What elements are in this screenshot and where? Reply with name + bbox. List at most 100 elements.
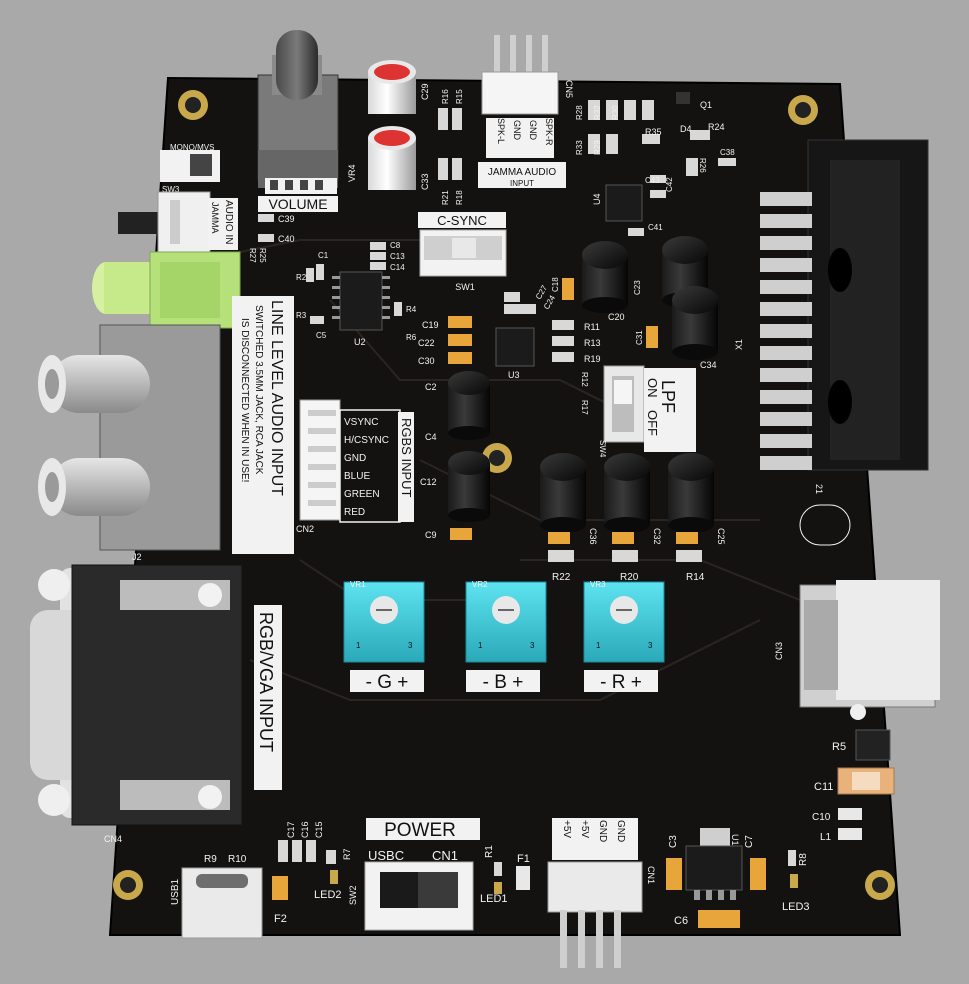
pwr-5v-b: +5V — [579, 820, 590, 838]
jamma-audio-in-connector — [118, 191, 211, 253]
rgbs-red: RED — [344, 507, 365, 518]
c22-label: C22 — [418, 338, 435, 348]
c20-label: C20 — [608, 312, 625, 322]
r6-label: R6 — [406, 333, 417, 342]
led3-label: LED3 — [782, 901, 810, 913]
cn1-switch-label: CN1 — [432, 848, 458, 863]
r35-label: R35 — [645, 127, 662, 137]
r26-label: R26 — [698, 158, 707, 173]
led1-label: LED1 — [480, 893, 508, 905]
c43-label: C43 — [645, 176, 660, 185]
pin-21-label: 21 — [814, 484, 824, 494]
c6-label: C6 — [674, 915, 688, 927]
cn1-conn-label: CN1 — [646, 866, 656, 884]
cn2-label: CN2 — [296, 524, 314, 534]
vr4-label: VR4 — [347, 164, 357, 182]
x1-label: X1 — [734, 339, 744, 350]
pot-b-label: - B + — [483, 672, 524, 693]
c41-label: C41 — [648, 223, 663, 232]
r24-label: R24 — [708, 122, 725, 132]
x1-header — [807, 139, 929, 471]
c39-label: C39 — [278, 214, 295, 224]
c33-label: C33 — [420, 173, 430, 190]
c14-label: C14 — [390, 263, 405, 272]
spk-l-label: SPK-L — [496, 118, 506, 144]
r28-label: R28 — [575, 105, 584, 120]
pot-g-label: - G + — [366, 672, 409, 693]
trimpot-vr1 — [343, 581, 425, 663]
c13-label: C13 — [390, 252, 405, 261]
jamma-label: JAMMA — [210, 202, 220, 234]
cn4-label: CN4 — [104, 834, 122, 844]
pwr-gnd-b: GND — [615, 820, 626, 842]
spk-r-label: SPK-R — [544, 118, 554, 146]
audio-in-label: AUDIO IN — [223, 200, 234, 244]
r29-label: R29 — [593, 140, 602, 155]
r11-label: R11 — [584, 322, 600, 332]
c9-label: C9 — [425, 530, 437, 540]
c34-label: C34 — [700, 360, 717, 370]
c32-label: C32 — [652, 528, 662, 545]
usb1-label: USB1 — [170, 878, 181, 905]
electrolytic-caps — [448, 236, 718, 533]
regulator-u1 — [685, 828, 743, 900]
smd-resistors-top-right — [588, 92, 736, 236]
ic-u3 — [495, 327, 535, 367]
c1-label: C1 — [318, 251, 329, 260]
c19-label: C19 — [422, 320, 439, 330]
cn3-label: CN3 — [774, 642, 784, 660]
c30-label: C30 — [418, 356, 435, 366]
r27-label: R27 — [248, 248, 257, 263]
power-header — [547, 861, 643, 968]
csync-label: C-SYNC — [437, 213, 487, 228]
l1-label: L1 — [820, 832, 832, 843]
volume-potentiometer — [257, 30, 339, 194]
c12-label: C12 — [420, 477, 437, 487]
lpf-on-label: ON — [645, 378, 660, 398]
vr2-pin1: 1 — [478, 641, 483, 650]
ic-u2 — [339, 271, 383, 331]
vr2-label: VR2 — [472, 580, 488, 589]
r17-label: R17 — [580, 400, 589, 415]
c16-label: C16 — [300, 821, 310, 838]
line-level-title: LINE LEVEL AUDIO INPUT — [268, 300, 285, 496]
rca-jacks — [38, 324, 221, 551]
r21-label: R21 — [441, 190, 450, 205]
r9-label: R9 — [204, 854, 217, 865]
c10-label: C10 — [812, 812, 831, 823]
rgbs-blue: BLUE — [344, 471, 370, 482]
c23-label: C23 — [633, 280, 642, 295]
u4-label: U4 — [592, 193, 602, 205]
c36-label: C36 — [588, 528, 598, 545]
line-level-note-2: IS DISCONNECTED WHEN IN USE! — [239, 318, 250, 482]
cn5-label: CN5 — [564, 80, 574, 98]
sw2-label: SW2 — [348, 885, 358, 905]
r13-label: R13 — [584, 338, 601, 348]
tantalum-caps — [448, 316, 472, 364]
vr1-label: VR1 — [350, 580, 366, 589]
c11-label: C11 — [814, 781, 833, 793]
u1-label: U1 — [730, 834, 740, 846]
jamma-audio-input-line2: INPUT — [510, 179, 534, 188]
c42-label: C42 — [665, 177, 674, 192]
vr3-pin3: 3 — [648, 641, 653, 650]
c17-label: C17 — [286, 821, 296, 838]
line-level-note-1: SWITCHED 3.5MM JACK, RCA JACK — [253, 305, 264, 475]
c2-label: C2 — [425, 382, 437, 392]
c8-label: C8 — [390, 241, 401, 250]
r1-label: R1 — [484, 845, 495, 858]
c5-label: C5 — [316, 331, 327, 340]
usbc-label: USBC — [368, 848, 404, 863]
sw4-label: SW4 — [598, 440, 607, 458]
r25-label: R25 — [258, 248, 267, 263]
r4-label: R4 — [406, 305, 417, 314]
mono-mvs-label: MONO/MVS — [170, 143, 214, 152]
r18-label: R18 — [455, 190, 464, 205]
r16-label: R16 — [441, 89, 450, 104]
f1-label: F1 — [517, 853, 530, 865]
q1-label: Q1 — [700, 100, 712, 110]
pwr-5v-a: +5V — [561, 820, 572, 838]
led2-label: LED2 — [314, 889, 342, 901]
r30-label: R30 — [611, 105, 620, 120]
